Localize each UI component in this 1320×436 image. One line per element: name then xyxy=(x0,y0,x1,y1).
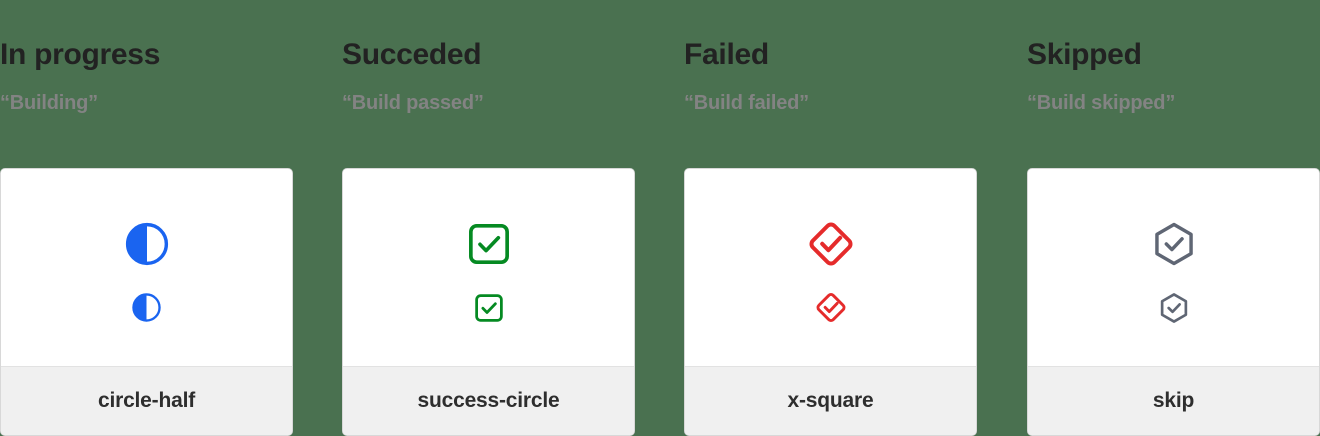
circle-half-icon-small xyxy=(131,292,163,324)
card-footer: x-square xyxy=(685,366,976,435)
icon-name-label: x-square xyxy=(787,389,874,412)
icon-name-label: circle-half xyxy=(97,389,195,412)
page-title: Failed xyxy=(684,38,769,71)
column-subtitle: “Build passed” xyxy=(342,92,484,114)
success-circle-icon-small xyxy=(473,292,505,324)
icon-card[interactable]: success-circle xyxy=(342,168,635,436)
status-column-failed: Failed “Build failed” xyxy=(684,0,977,436)
status-column-in-progress: In progress “Building” xyxy=(0,0,293,436)
x-square-icon-small xyxy=(815,292,847,324)
column-subtitle: “Building” xyxy=(0,92,98,114)
success-circle-icon xyxy=(465,220,513,268)
icon-card[interactable]: x-square xyxy=(684,168,977,436)
icon-name-label: skip xyxy=(1152,389,1195,412)
page-title: In progress xyxy=(0,38,161,71)
icon-name-label: success-circle xyxy=(417,389,560,412)
skip-icon xyxy=(1150,220,1198,268)
status-column-skipped: Skipped “Build skipped” xyxy=(1027,0,1320,436)
page-title: Succeded xyxy=(342,38,482,71)
column-subtitle: “Build failed” xyxy=(684,92,809,114)
status-column-succeded: Succeded “Build passed” xyxy=(342,0,635,436)
circle-half-icon xyxy=(123,220,171,268)
page-title: Skipped xyxy=(1027,38,1142,71)
card-footer: skip xyxy=(1028,366,1319,435)
icon-card[interactable]: circle-half xyxy=(0,168,293,436)
icon-card[interactable]: skip xyxy=(1027,168,1320,436)
icon-preview-area xyxy=(1028,169,1319,368)
column-subtitle: “Build skipped” xyxy=(1027,92,1176,114)
icon-preview-area xyxy=(343,169,634,368)
card-footer: success-circle xyxy=(343,366,634,435)
skip-icon-small xyxy=(1158,292,1190,324)
icon-preview-area xyxy=(1,169,292,368)
card-footer: circle-half xyxy=(1,366,292,435)
x-square-icon xyxy=(807,220,855,268)
icon-preview-area xyxy=(685,169,976,368)
